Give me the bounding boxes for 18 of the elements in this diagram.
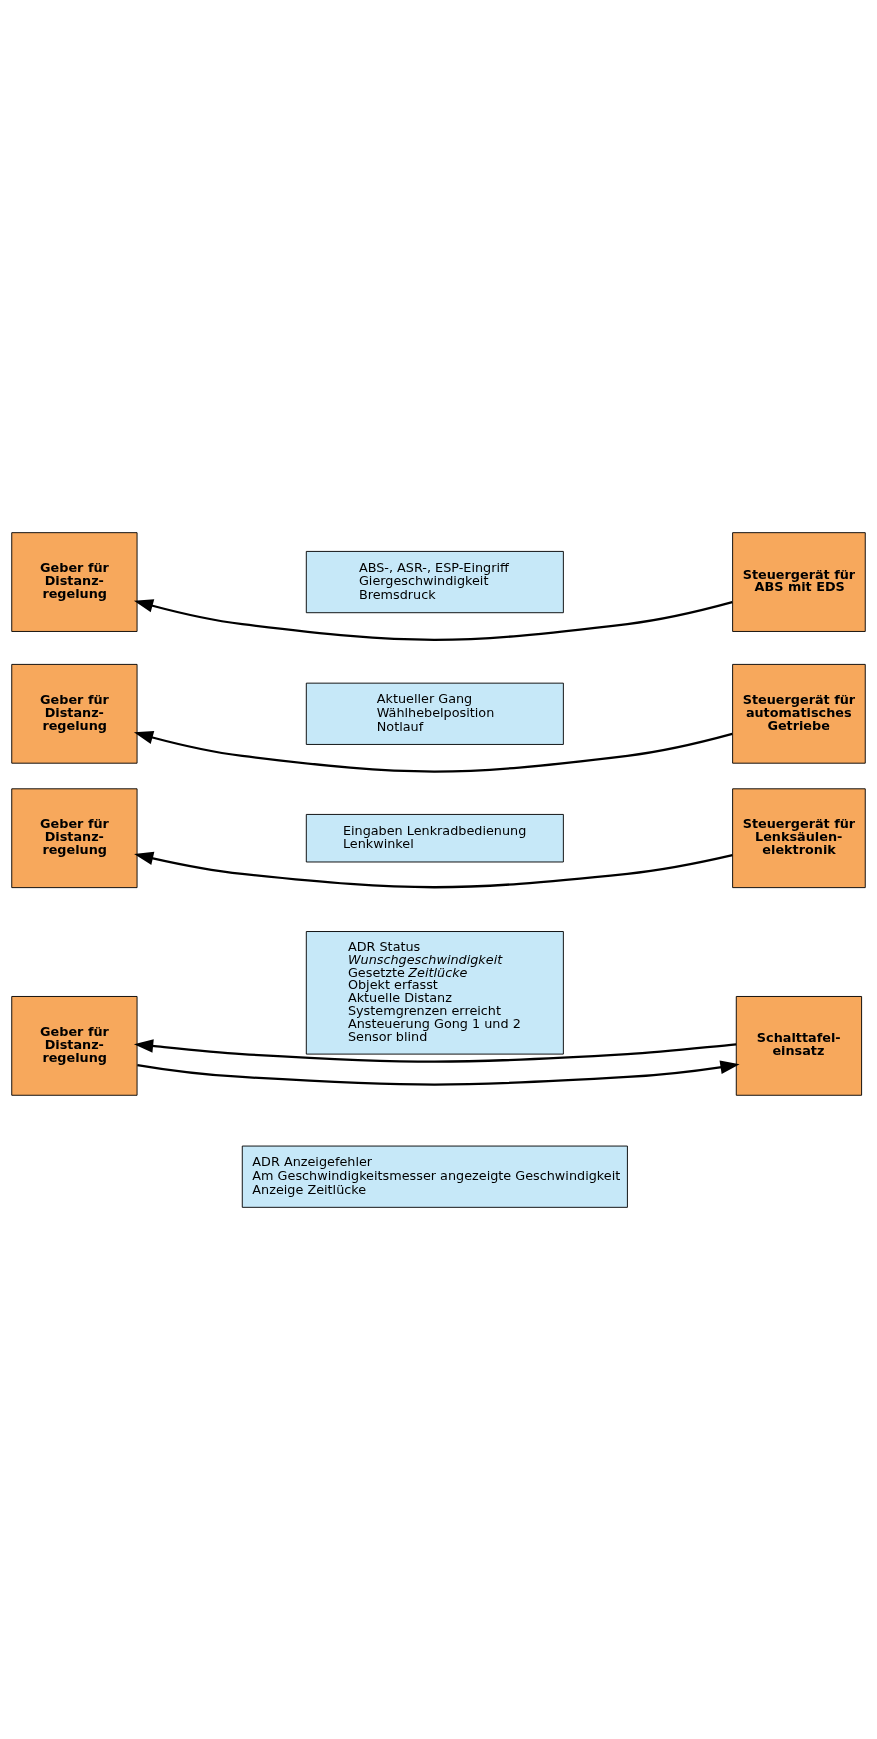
node-box: Geber für Distanz- regelung [11, 787, 138, 888]
node-box: ABS-, ASR-, ESP-Eingriff Giergeschwindigkeit Bremsdruck [305, 550, 564, 613]
node-box: Steuergerät für ABS mit EDS [732, 531, 866, 632]
node-box: Steuergerät für Lenksäulen- elektronik [732, 787, 866, 888]
node-box: Geber für Distanz- regelung [11, 531, 138, 632]
node-box: Geber für Distanz- regelung [11, 663, 138, 764]
node-box: Eingaben Lenkradbedienung Lenkwinkel [305, 813, 564, 862]
node-box: ADR Status Wunschgeschwindigkeit Gesetzte Zeitlücke Objekt erfasst Aktuelle Distanz Systemgrenzen erreicht Ansteuerung Gong 1 und 2 Sensor blind [305, 930, 564, 1055]
arrow [133, 730, 733, 773]
node-box: Aktueller Gang Wählhebelposition Notlauf [305, 682, 564, 745]
arrow [134, 851, 733, 888]
node-box: Steuergerät für automatisches Getriebe [732, 663, 866, 764]
arrow [137, 1060, 740, 1086]
arrow [133, 598, 733, 641]
node-box: Schalttafel- einsatz [735, 995, 863, 1096]
arrow [133, 1038, 737, 1063]
node-box: ADR Anzeigefehler Am Geschwindigkeitsmesser angezeigte Geschwindigkeit Anzeige Zeitlücke [241, 1145, 628, 1208]
node-box: Geber für Distanz- regelung [11, 995, 138, 1096]
